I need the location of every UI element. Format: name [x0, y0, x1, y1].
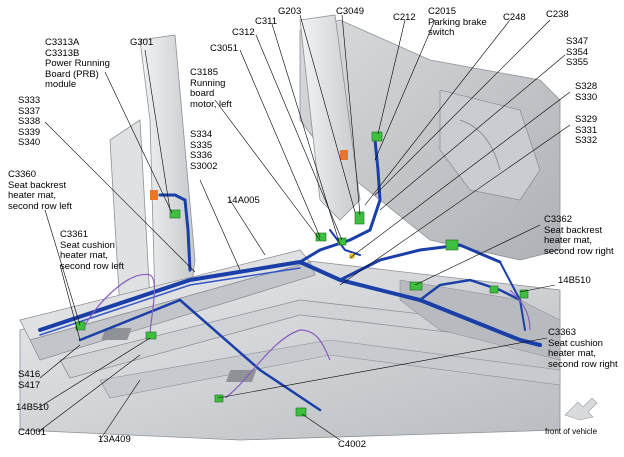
label-c3360: C3360 Seat backrest heater mat, second r…: [8, 169, 72, 212]
label-front-of-vehicle: front of vehicle: [545, 427, 598, 436]
label-s329: S329 S331 S332: [575, 114, 598, 146]
connectors: [75, 131, 529, 417]
label-14a005: 14A005: [227, 195, 260, 206]
label-c3051: C3051: [210, 43, 238, 54]
label-c4001: C4001: [18, 427, 46, 438]
label-c3363: C3363 Seat cushion heater mat, second ro…: [548, 327, 618, 370]
label-c3049: C3049: [336, 6, 364, 17]
label-c212: C212: [393, 12, 416, 23]
label-c248: C248: [503, 12, 526, 23]
label-c4002: C4002: [338, 439, 366, 450]
label-c238: C238: [546, 9, 569, 20]
label-c311: C311: [255, 16, 278, 27]
label-s334: S334 S335 S336 S3002: [190, 129, 218, 172]
label-c312: C312: [232, 27, 255, 38]
label-13a409: 13A409: [98, 434, 131, 445]
label-c3362: C3362 Seat backrest heater mat, second r…: [544, 214, 614, 257]
label-s328: S328 S330: [575, 81, 598, 103]
label-14b510-right: 14B510: [558, 275, 591, 286]
label-c3185: C3185 Running board motor, left: [190, 67, 232, 110]
label-g203: G203: [278, 6, 302, 17]
label-c2015: C2015 Parking brake switch: [428, 6, 487, 38]
label-g301: G301: [130, 37, 154, 48]
label-s416: S416 S417: [18, 369, 41, 391]
label-s347: S347 S354 S355: [566, 36, 589, 68]
label-14b510-left: 14B510: [16, 402, 49, 413]
heater-mat-pigtails: [84, 273, 531, 399]
front-of-vehicle-arrow-icon: [564, 397, 598, 421]
label-s333: S333 S337 S338 S339 S340: [18, 95, 41, 148]
wiring-harness: [38, 138, 542, 412]
label-c3313: C3313A C3313B Power Running Board (PRB) …: [45, 37, 110, 90]
label-c3361: C3361 Seat cushion heater mat, second ro…: [60, 229, 124, 272]
leader-lines: [37, 14, 571, 441]
